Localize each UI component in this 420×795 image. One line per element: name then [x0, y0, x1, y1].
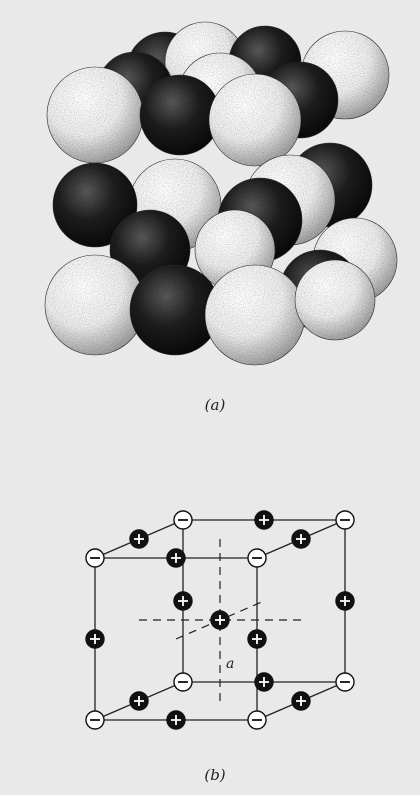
- anion-sphere: [44, 254, 146, 356]
- cation-site: [335, 591, 355, 611]
- anion-sphere: [294, 259, 376, 341]
- ion-sites: [85, 510, 355, 730]
- anion-sphere: [208, 73, 302, 167]
- cation-site: [291, 691, 311, 711]
- cation-site: [291, 529, 311, 549]
- unit-cell-diagram: a: [85, 510, 355, 730]
- anion-sphere: [46, 66, 144, 164]
- anion-site: [247, 548, 267, 568]
- cation-site: [166, 548, 186, 568]
- anion-site: [173, 672, 193, 692]
- cation-sphere: [129, 264, 221, 356]
- caption-b: (b): [204, 766, 225, 784]
- cation-sphere: [52, 162, 138, 248]
- cation-site: [166, 710, 186, 730]
- lattice-parameter-label: a: [226, 656, 234, 672]
- cation-site: [254, 510, 274, 530]
- cation-site: [129, 691, 149, 711]
- cation-site: [210, 610, 230, 630]
- anion-sphere: [204, 264, 306, 366]
- anion-site: [335, 672, 355, 692]
- cation-site: [85, 629, 105, 649]
- caption-a: (a): [205, 396, 226, 414]
- anion-site: [85, 548, 105, 568]
- anion-site: [173, 510, 193, 530]
- space-filling-model: [44, 21, 398, 366]
- cation-sphere: [139, 74, 221, 156]
- cation-site: [173, 591, 193, 611]
- anion-site: [335, 510, 355, 530]
- anion-site: [247, 710, 267, 730]
- cation-site: [254, 672, 274, 692]
- cation-site: [129, 529, 149, 549]
- cation-site: [247, 629, 267, 649]
- anion-site: [85, 710, 105, 730]
